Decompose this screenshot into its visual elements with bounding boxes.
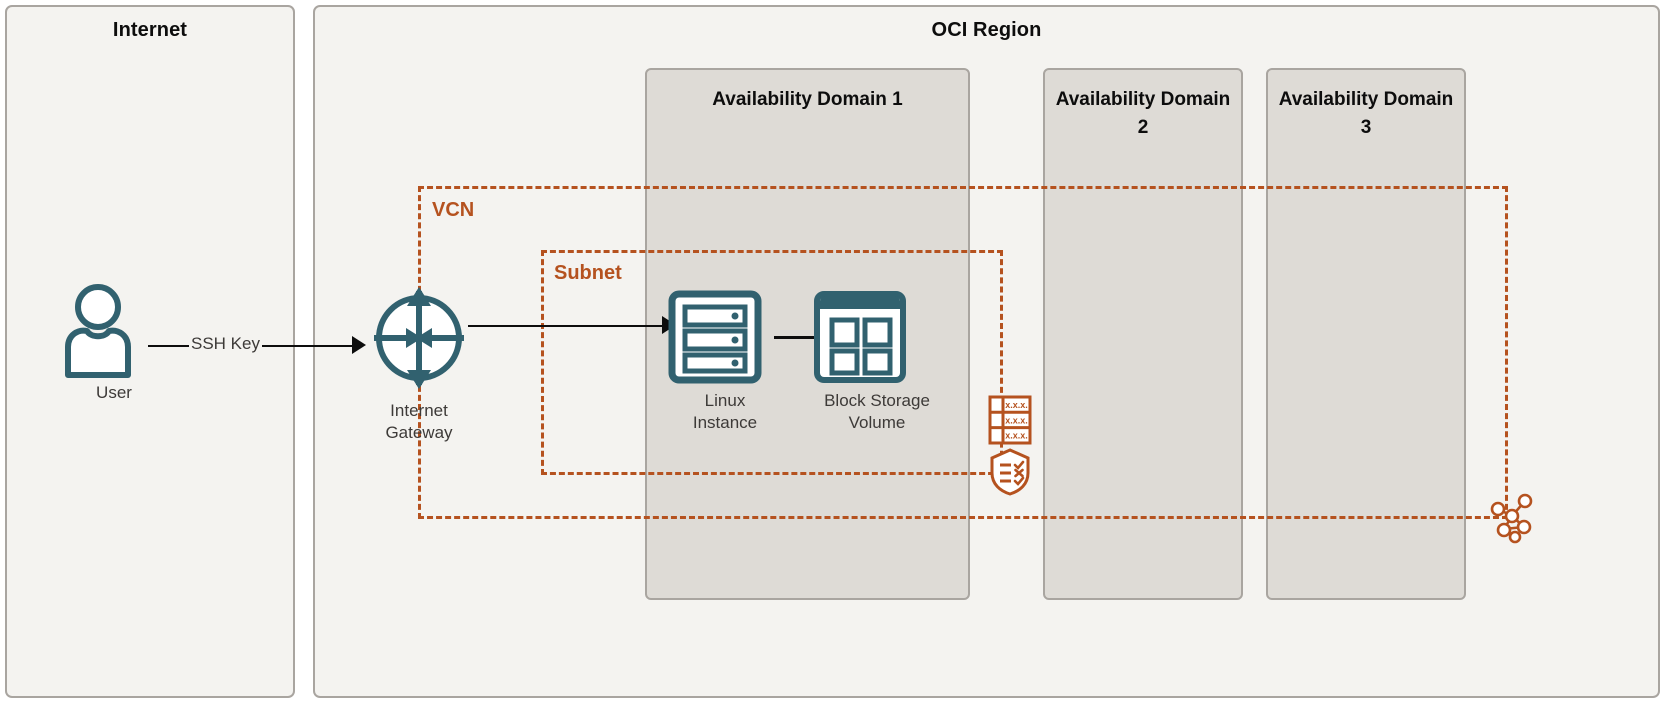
block-storage-icon: [812, 289, 942, 385]
internet-gateway-caption: Internet Gateway: [385, 401, 453, 443]
security-list-shield-icon: [989, 448, 1031, 496]
svg-text:x.x.x.: x.x.x.: [1005, 415, 1028, 425]
connector-gateway-to-instance: [468, 325, 670, 327]
ssh-key-label: SSH Key: [189, 334, 262, 354]
linux-instance-node: Linux Instance: [667, 289, 783, 434]
availability-domain-2: Availability Domain 2: [1043, 68, 1243, 600]
svg-text:x.x.x.: x.x.x.: [1005, 400, 1028, 410]
oci-region-title: OCI Region: [931, 19, 1042, 41]
connector-instance-to-block-storage: [774, 336, 830, 339]
subnet-boundary: [541, 250, 1003, 475]
user-caption: User: [96, 383, 132, 402]
user-node: User: [58, 281, 170, 404]
route-table-icon: x.x.x. x.x.x. x.x.x.: [988, 395, 1032, 445]
availability-domain-2-label: Availability Domain 2: [1055, 89, 1231, 138]
internet-title: Internet: [112, 19, 188, 41]
availability-domain-1-label: Availability Domain 1: [712, 89, 903, 110]
connector-user-to-gateway-arrowhead: [352, 336, 366, 354]
block-storage-volume-caption: Block Storage Volume: [824, 391, 930, 433]
internet-gateway-icon: [362, 281, 476, 395]
availability-domain-3: Availability Domain 3: [1266, 68, 1466, 600]
availability-domain-3-label: Availability Domain 3: [1278, 89, 1454, 138]
linux-instance-caption: Linux Instance: [692, 391, 758, 433]
user-icon: [58, 281, 170, 378]
vcn-label: VCN: [432, 199, 475, 221]
internet-gateway-node: Internet Gateway: [362, 281, 476, 444]
network-nodes-icon: [1484, 489, 1538, 544]
svg-text:x.x.x.: x.x.x.: [1005, 431, 1028, 441]
subnet-label: Subnet: [554, 262, 622, 284]
server-instance-icon: [667, 289, 783, 385]
block-storage-volume-node: Block Storage Volume: [812, 289, 942, 434]
